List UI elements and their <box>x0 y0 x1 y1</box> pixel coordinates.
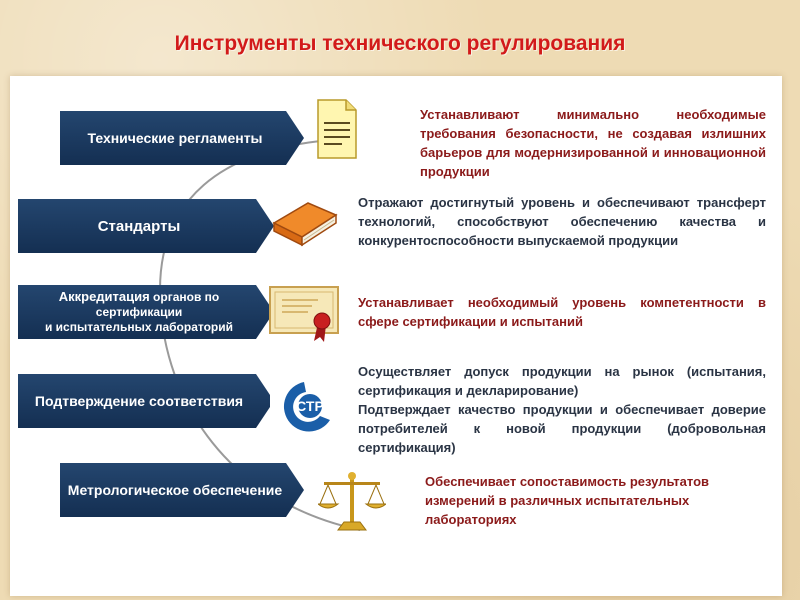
document-icon <box>317 99 357 159</box>
description-conformity: Осуществляет допуск продукции на рынок (… <box>358 362 766 457</box>
arrow-accreditation: Аккредитация органов по сертификации и и… <box>18 285 274 339</box>
arrow-technical-regulations: Технические регламенты <box>60 111 304 165</box>
description-conformity-line2: Подтверждает качество продукции и обеспе… <box>358 402 766 455</box>
description-standards: Отражают достигнутый уровень и обеспечив… <box>358 195 766 248</box>
page-title: Инструменты технического регулирования <box>174 32 626 55</box>
arrow-label-line1: Аккредитация органов по <box>58 289 220 304</box>
description-metrology: Обеспечивает сопоставимость результатов … <box>425 474 710 527</box>
arrow-label: Метрологическое обеспечение <box>67 482 283 498</box>
arrow-label-line2: сертификации <box>95 305 183 319</box>
certificate-icon <box>269 286 339 342</box>
arrow-label: Технические регламенты <box>87 130 263 146</box>
svg-text:СТР: СТР <box>296 398 324 414</box>
scales-icon <box>318 472 386 531</box>
ctr-logo-icon: СТР <box>270 376 340 438</box>
arrow-label: Стандарты <box>97 217 181 235</box>
book-icon <box>272 202 338 247</box>
arrow-conformity: Подтверждение соответствия <box>18 374 274 428</box>
description-conformity-line1: Осуществляет допуск продукции на рынок (… <box>358 364 766 398</box>
arrow-standards: Стандарты <box>18 199 274 253</box>
arrow-metrology: Метрологическое обеспечение <box>60 463 304 517</box>
description-accreditation: Устанавливает необходимый уровень компет… <box>358 295 766 329</box>
description-technical-regulations: Устанавливают минимально необходимые тре… <box>420 107 766 179</box>
arrow-label-line3: и испытательных лабораторий <box>44 320 234 334</box>
arrow-label: Подтверждение соответствия <box>34 393 244 409</box>
